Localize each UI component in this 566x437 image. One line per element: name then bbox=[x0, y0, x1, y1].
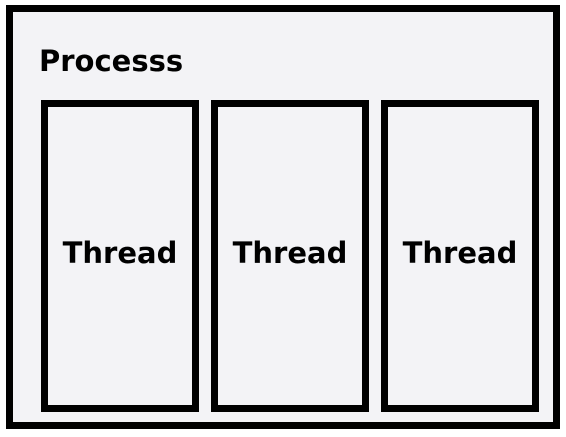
process-box: Processs Thread Thread Thread bbox=[6, 5, 560, 429]
thread-box-1: Thread bbox=[41, 100, 199, 412]
thread-label-3: Thread bbox=[402, 236, 518, 270]
process-title: Processs bbox=[39, 44, 184, 78]
thread-box-2: Thread bbox=[211, 100, 369, 412]
thread-box-3: Thread bbox=[381, 100, 539, 412]
thread-label-1: Thread bbox=[62, 236, 178, 270]
thread-label-2: Thread bbox=[232, 236, 348, 270]
